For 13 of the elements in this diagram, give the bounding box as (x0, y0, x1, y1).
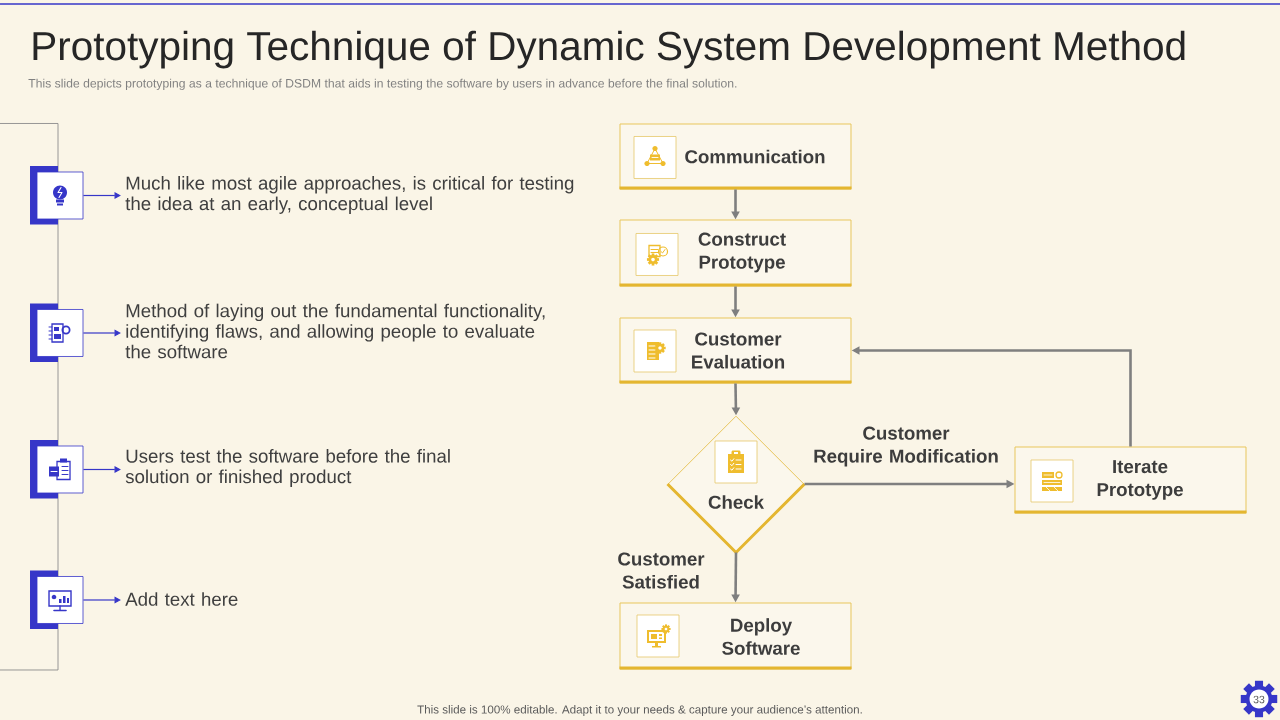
subtitle: This slide depicts prototyping as a technique of DSDM that aids in testing the software by users in advance before the final solution. (28, 78, 737, 90)
title: Prototyping Technique of Dynamic System Development Method (33, 30, 1185, 69)
description-text: Method of laying out the fundamental functionality, identifying flaws, and allowing people to evaluate the software (125, 303, 545, 359)
arrow (82, 466, 121, 473)
arrow (82, 192, 121, 199)
description-text: Users test the software before the final solution or finished product (125, 449, 450, 487)
edge-label: Customer Satisfied (618, 552, 705, 589)
page-number: 33 (1253, 695, 1265, 704)
edge-label: Customer Require Modification (814, 426, 998, 467)
description-text: Much like most agile approaches, is critical for testing the idea at an early, conceptual level (125, 176, 574, 214)
arrow (82, 329, 121, 337)
footer-note: This slide is 100% editable. Adapt it to your needs & capture your audience’s attention. (417, 705, 862, 716)
description-text: Add text here (125, 592, 238, 606)
